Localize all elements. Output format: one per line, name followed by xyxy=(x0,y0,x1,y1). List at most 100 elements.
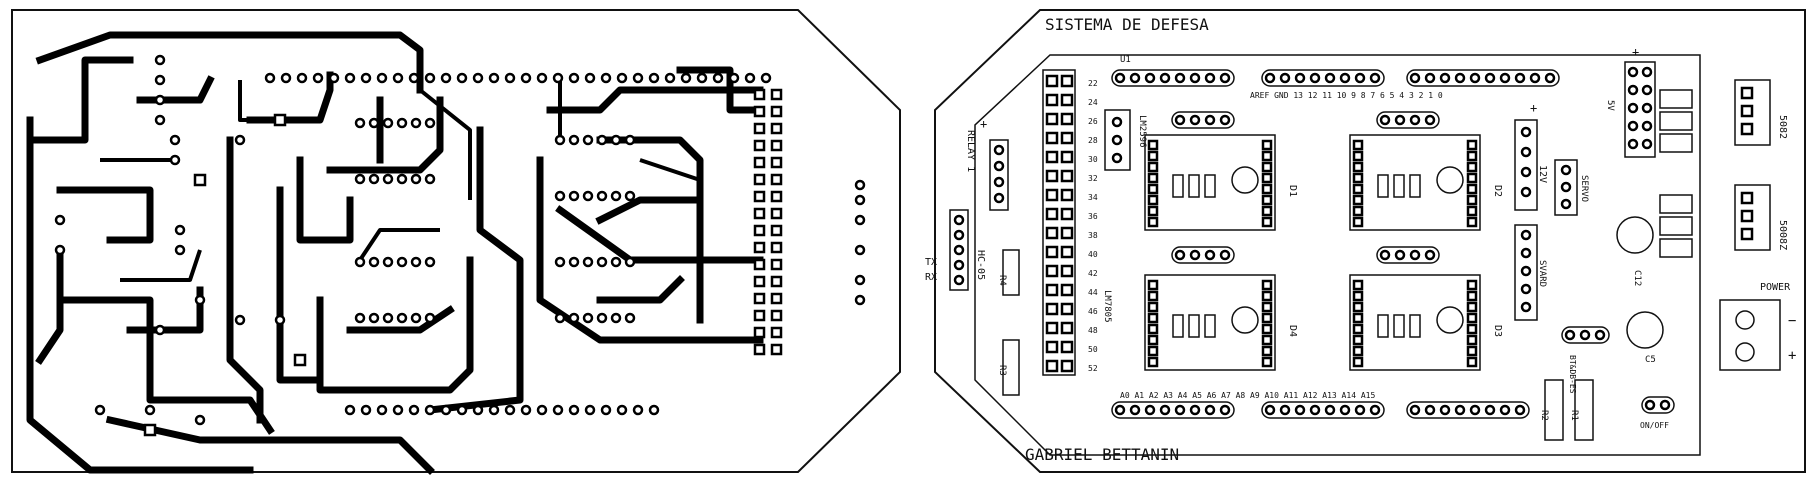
comm-header-pad xyxy=(1129,72,1141,84)
analog-header-a-pad xyxy=(1189,404,1201,416)
comm-header-pad xyxy=(1204,72,1216,84)
copper-trace xyxy=(595,196,704,225)
header-pad-square xyxy=(770,139,783,152)
copper-trace xyxy=(35,246,64,365)
svard-outline xyxy=(1514,224,1538,321)
pad xyxy=(144,404,156,416)
lm7805-label: LM7805 xyxy=(1102,290,1112,323)
ic-left-2-pad xyxy=(568,190,580,202)
pad xyxy=(94,404,106,416)
ic-left-2-pad xyxy=(610,134,622,146)
comm-header-outline xyxy=(1111,69,1235,87)
driver-d4-pad xyxy=(1261,356,1273,368)
analog-header-a-pad xyxy=(1159,404,1171,416)
mega-header-pad xyxy=(1060,226,1074,240)
port1-pad xyxy=(1740,122,1754,136)
driver-d3-pad xyxy=(1466,279,1478,291)
c5-capacitor xyxy=(1626,311,1664,349)
ic-left-4-pad xyxy=(610,312,622,324)
header-pad xyxy=(408,404,420,416)
digital-header-a-pad xyxy=(1369,72,1381,84)
ic-left-4-pad xyxy=(568,256,580,268)
svard-pad xyxy=(1520,301,1532,313)
driver-d2-pad xyxy=(1466,194,1478,206)
ic-left-1-pad xyxy=(410,117,422,129)
ic-left-4-pad xyxy=(582,256,594,268)
ic-left-2-pad xyxy=(610,190,622,202)
copper-trace xyxy=(226,136,264,424)
pad-square xyxy=(143,423,157,437)
driver-header-d3-pad xyxy=(1379,249,1391,261)
header-pad-square xyxy=(753,88,766,101)
copper-trace xyxy=(426,126,524,414)
servo-outline xyxy=(1554,159,1578,216)
driver-d1-jumper xyxy=(1204,174,1216,198)
mega-header-number: 50 xyxy=(1088,345,1098,354)
driver-d4-pad xyxy=(1261,345,1273,357)
digital-header-b-pad xyxy=(1484,72,1496,84)
mega-header-number: 46 xyxy=(1088,307,1098,316)
pad xyxy=(154,74,166,86)
ic-left-2-pad xyxy=(554,190,566,202)
comm-header-pad xyxy=(1114,72,1126,84)
driver-d2-pad xyxy=(1466,183,1478,195)
rx-label: RX xyxy=(925,272,937,283)
driver-d1-pad xyxy=(1261,161,1273,173)
header-pad xyxy=(584,72,596,84)
cap-small xyxy=(1659,111,1693,131)
driver-d2-pad xyxy=(1352,216,1364,228)
header-pad xyxy=(360,72,372,84)
mega-header-pad xyxy=(1045,283,1059,297)
driver-d4-pad xyxy=(1147,323,1159,335)
driver-d1-pad xyxy=(1261,139,1273,151)
pad xyxy=(154,324,166,336)
mega-header-number: 22 xyxy=(1088,79,1098,88)
driver-header-d2-pad xyxy=(1394,114,1406,126)
header-pad-square xyxy=(753,139,766,152)
header-pad-square xyxy=(753,224,766,237)
copper-trace-thin xyxy=(120,249,202,282)
digital-header-b-pad xyxy=(1454,72,1466,84)
header-pad xyxy=(408,72,420,84)
header-pad xyxy=(520,404,532,416)
header-pad xyxy=(600,72,612,84)
analog-header-b-pad xyxy=(1324,404,1336,416)
ic-left-1-pad xyxy=(424,117,436,129)
bt-header-pad xyxy=(1594,329,1606,341)
cap-small xyxy=(1659,238,1693,258)
header-pad-square xyxy=(770,326,783,339)
r3-outline xyxy=(1002,339,1020,396)
driver-d4-pad xyxy=(1261,279,1273,291)
driver-d4-jumper xyxy=(1188,314,1200,338)
mega-header-pad xyxy=(1060,207,1074,221)
ic-left-3-pad xyxy=(424,312,436,324)
port2-terminal xyxy=(1734,184,1771,251)
power-header-pad xyxy=(1469,404,1481,416)
driver-d1-pad xyxy=(1261,216,1273,228)
analog-header-a-pad xyxy=(1129,404,1141,416)
port2-label: 5008Z xyxy=(1777,220,1788,250)
digital-header-a-pad xyxy=(1354,72,1366,84)
header-pad xyxy=(632,404,644,416)
copper-trace-thin xyxy=(358,228,440,262)
mega-header-pad xyxy=(1045,321,1059,335)
digital-header-b-pad xyxy=(1424,72,1436,84)
driver-d3-pad xyxy=(1352,290,1364,302)
header-pad-square xyxy=(753,326,766,339)
mega-header-number: 38 xyxy=(1088,231,1098,240)
digital-header-a-pad xyxy=(1279,72,1291,84)
header-pad xyxy=(344,404,356,416)
driver-header-d2-pad xyxy=(1424,114,1436,126)
driver-d1-pad xyxy=(1147,172,1159,184)
digital-header-b-pad xyxy=(1439,72,1451,84)
copper-trace xyxy=(596,275,685,304)
mega-header-pad xyxy=(1045,359,1059,373)
header-pad xyxy=(760,72,772,84)
driver-d3-pad xyxy=(1352,301,1364,313)
sv1-pad xyxy=(1641,84,1653,96)
header-pad xyxy=(424,72,436,84)
mega-header-number: 52 xyxy=(1088,364,1098,373)
driver-header-d4-outline xyxy=(1171,246,1235,264)
c12-capacitor xyxy=(1616,216,1654,254)
copper-trace xyxy=(56,186,154,244)
